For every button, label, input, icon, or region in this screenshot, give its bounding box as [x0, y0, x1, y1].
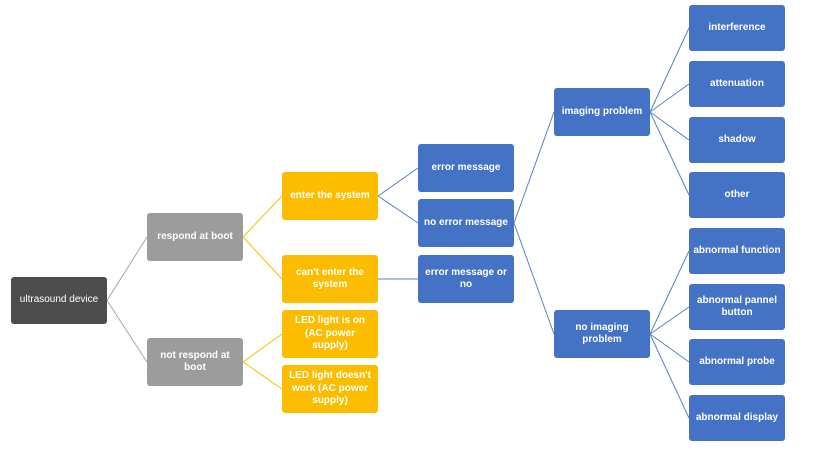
node-abnormal-probe: abnormal probe	[689, 339, 785, 385]
node-abnormal-function: abnormal function	[689, 228, 785, 274]
node-error-message-or-no: error message or no	[418, 255, 514, 303]
connector-6	[242, 361, 283, 390]
node-imaging-problem: imaging problem	[554, 88, 650, 136]
connector-13	[649, 83, 690, 113]
node-enter-the-system: enter the system	[282, 172, 378, 220]
node-abnormal-display: abnormal display	[689, 395, 785, 441]
connector-3	[242, 195, 283, 238]
node-abnormal-pannel-button: abnormal pannel button	[689, 284, 785, 330]
connector-15	[649, 111, 690, 196]
node-no-error-message: no error message	[418, 199, 514, 247]
connector-14	[649, 111, 690, 141]
connector-5	[242, 333, 283, 363]
connector-7	[377, 167, 419, 197]
connector-10	[513, 111, 555, 224]
node-attenuation: attenuation	[689, 61, 785, 107]
node-led-light-off: LED light doesn't work (AC power supply)	[282, 365, 378, 413]
node-respond-at-boot: respond at boot	[147, 213, 243, 261]
connector-18	[649, 333, 690, 363]
node-not-respond-at-boot: not respond at boot	[147, 338, 243, 386]
node-cant-enter-the-system: can't enter the system	[282, 255, 378, 303]
node-error-message: error message	[418, 144, 514, 192]
connector-12	[649, 27, 690, 113]
connector-16	[649, 250, 690, 335]
connector-1	[106, 236, 148, 301]
connector-8	[377, 195, 419, 224]
node-no-imaging-problem: no imaging problem	[554, 310, 650, 358]
node-interference: interference	[689, 5, 785, 51]
connector-2	[106, 300, 148, 363]
connector-4	[242, 236, 283, 280]
connector-17	[649, 306, 690, 335]
connector-11	[513, 222, 555, 335]
node-shadow: shadow	[689, 117, 785, 163]
node-ultrasound-device: ultrasound device	[11, 277, 107, 324]
node-led-light-on: LED light is on (AC power supply)	[282, 310, 378, 358]
connector-19	[649, 333, 690, 419]
node-other: other	[689, 172, 785, 218]
